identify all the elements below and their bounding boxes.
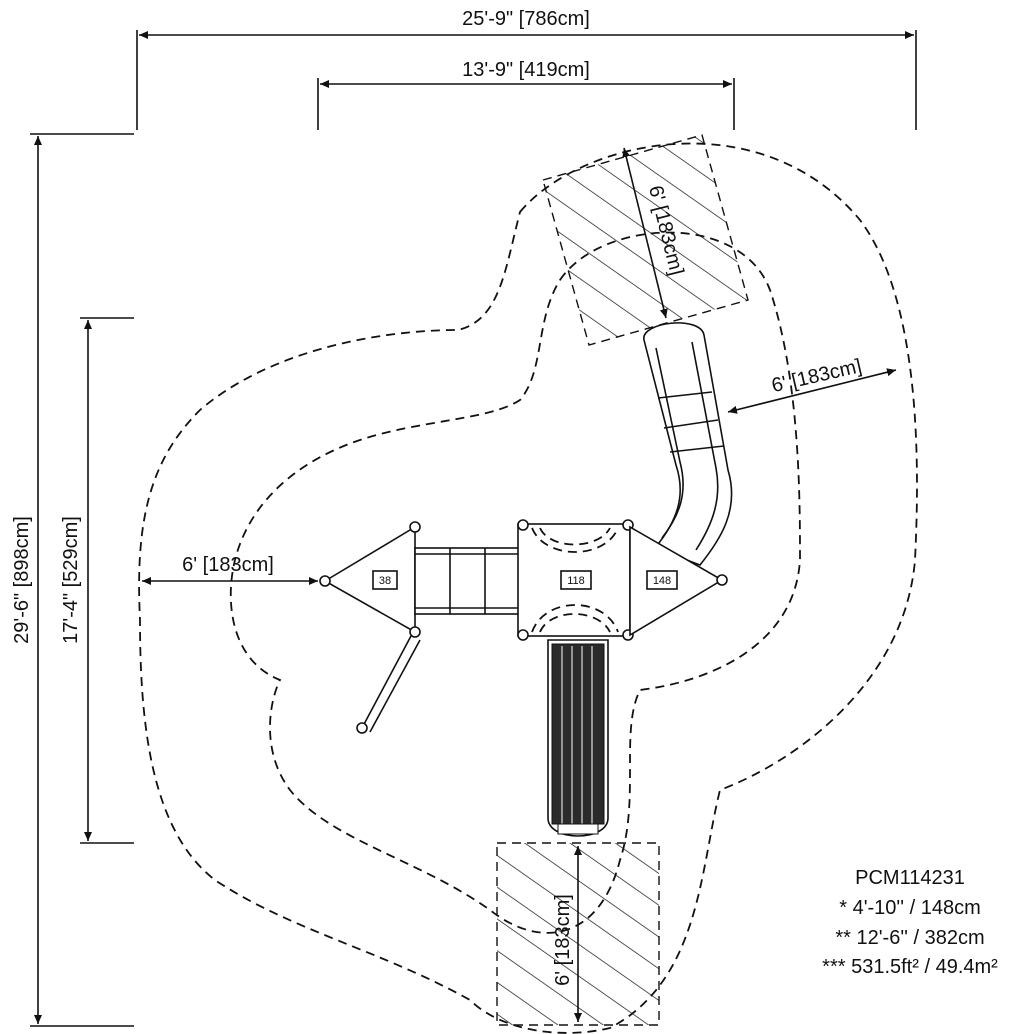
dimension-zone-bottom: 6' [183cm] [552,846,582,1022]
straight-slide [547,639,609,837]
left-triangle-deck [323,525,416,634]
dimension-inner-depth: 17'-4" [529cm] [60,317,134,844]
safety-zone-outer-boundary [138,142,918,1034]
play-structure: 38 118 148 [319,322,733,837]
dimension-zone-left: 6' [183cm] [142,554,318,585]
ladder-arm [356,635,421,734]
bridge-walkway [414,547,521,615]
deck-tag-center [560,570,592,590]
deck-tag-left-label: 38 [379,575,391,587]
curved-slide [643,322,733,566]
zone-bottom-label: 6' [183cm] [552,894,574,986]
note-line-1: * 4'-10'' / 148cm [839,897,981,919]
dimension-inner-width: 13'-9" [419cm] [317,59,735,130]
zone-right-label: 6' [183cm] [770,355,864,397]
inner-width-label: 13'-9" [419cm] [462,59,590,81]
dimension-zone-right: 6' [183cm] [727,355,897,414]
central-deck: 118 [517,519,634,641]
deck-tag-left [372,570,398,590]
model-number: PCM114231 [855,867,965,889]
deck-tag-right [646,570,678,590]
note-line-2: ** 12'-6'' / 382cm [835,927,984,949]
note-line-3: *** 531.5ft² / 49.4m² [822,956,998,978]
overall-width-label: 25'-9" [786cm] [462,8,590,30]
inner-depth-label: 17'-4" [529cm] [60,516,82,644]
zone-left-label: 6' [183cm] [182,554,274,576]
safety-zone-inner-boundary [229,231,801,934]
product-notes: PCM114231 * 4'-10'' / 148cm ** 12'-6'' /… [822,867,998,978]
deck-tag-center-label: 118 [567,575,585,587]
deck-tag-right-label: 148 [653,575,671,587]
dimension-overall-depth: 29'-6" [898cm] [11,133,134,1027]
overall-depth-label: 29'-6" [898cm] [11,516,33,644]
dimension-overall-width: 25'-9" [786cm] [136,8,917,130]
